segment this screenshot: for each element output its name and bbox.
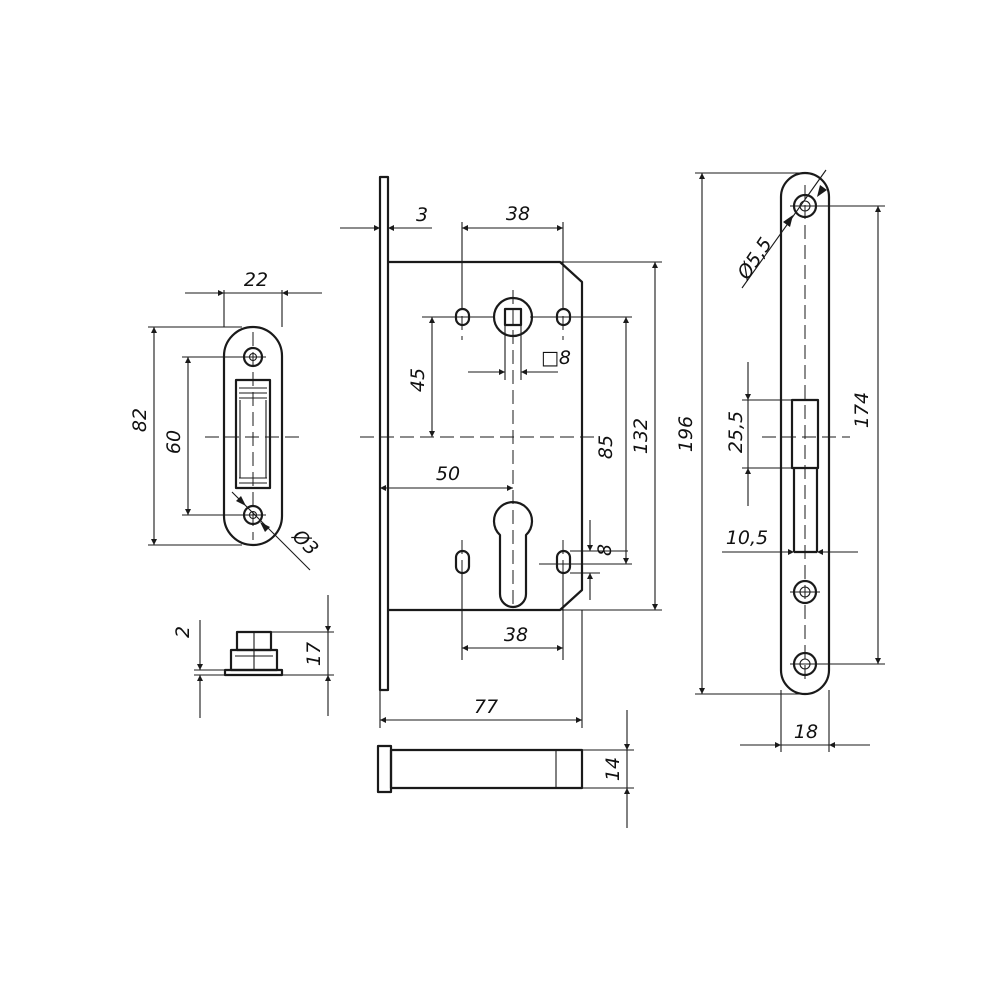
dim-latch-window-height: 25,5 bbox=[725, 411, 747, 453]
dim-cylinder-hole-offset: 8 bbox=[594, 544, 616, 556]
dim-strike-height: 82 bbox=[129, 408, 151, 432]
bolt-profile bbox=[223, 630, 284, 677]
dim-spindle-hole-spacing: 38 bbox=[506, 203, 530, 225]
dim-latch-window-width: 10,5 bbox=[726, 527, 768, 549]
dim-case-height: 132 bbox=[630, 418, 652, 454]
dim-strike-width: 22 bbox=[244, 269, 268, 291]
lock-top-view bbox=[376, 744, 584, 794]
dim-faceplate-hole-spacing: 174 bbox=[851, 392, 873, 428]
dim-cylinder-hole-spacing: 38 bbox=[504, 624, 528, 646]
dim-strike-hole-diameter: Ø3 bbox=[287, 525, 322, 560]
dim-backset: 50 bbox=[436, 463, 460, 485]
dim-case-thickness: 14 bbox=[602, 757, 624, 781]
lock-top-view-dimensions: 14 bbox=[582, 710, 634, 828]
dim-faceplate-thickness: 3 bbox=[416, 204, 428, 226]
dim-case-depth: 77 bbox=[474, 696, 498, 718]
lock-body bbox=[360, 175, 600, 692]
dim-spindle-square: □8 bbox=[541, 347, 571, 369]
dim-bolt-offset: 2 bbox=[172, 626, 194, 638]
dim-spindle-to-center: 45 bbox=[407, 368, 429, 392]
dim-center-distance: 85 bbox=[595, 435, 617, 459]
dim-strike-hole-spacing: 60 bbox=[163, 430, 185, 454]
dim-faceplate-width: 18 bbox=[794, 721, 818, 743]
strike-plate bbox=[205, 325, 300, 547]
lock-body-dimensions: 3 38 □8 45 50 85 132 8 bbox=[340, 177, 662, 728]
dim-faceplate-hole-diameter: Ø5,5 bbox=[733, 234, 777, 285]
dim-faceplate-height: 196 bbox=[675, 416, 697, 452]
dim-bolt-height: 17 bbox=[303, 642, 325, 666]
bolt-profile-dimensions: 2 17 bbox=[172, 595, 334, 718]
face-plate bbox=[762, 171, 850, 696]
